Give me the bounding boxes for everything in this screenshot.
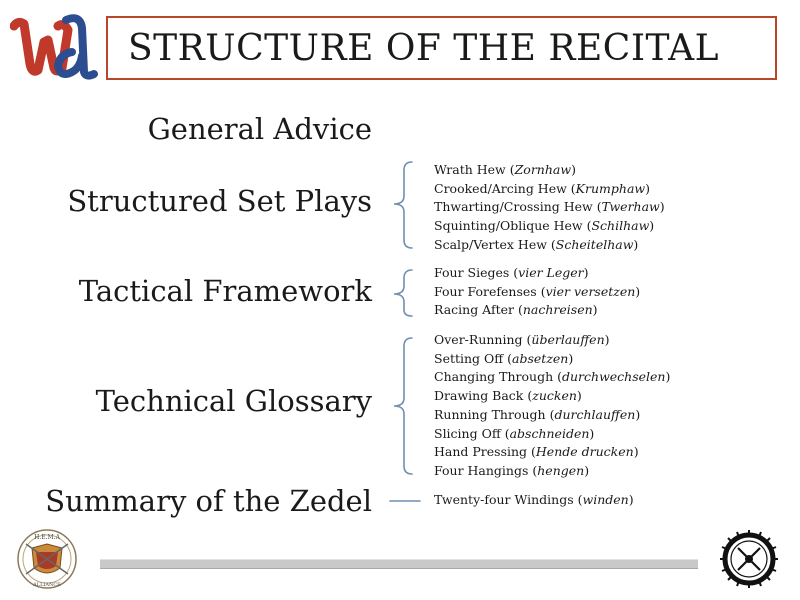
list-item: Setting Off (absetzen) [434, 350, 574, 366]
seal-bottom-text: ALLIANCE [32, 582, 61, 588]
zedel-list: Twenty-four Windings (winden) [434, 491, 634, 510]
list-item: Wrath Hew (Zornhaw) [434, 162, 576, 177]
item-label: Wrath Hew [434, 162, 506, 177]
item-label: Squinting/Oblique Hew [434, 218, 583, 234]
item-label: Four Hangings [434, 462, 529, 478]
list-item: Four Sieges (vier Leger) [434, 265, 589, 280]
set-plays-brace [393, 161, 413, 249]
tactical-list: Four Sieges (vier Leger) Four Forefenses … [434, 264, 640, 320]
set-plays-list: Wrath Hew (Zornhaw) Crooked/Arcing Hew (K… [434, 161, 665, 255]
list-item: Hand Pressing (Hende drucken) [434, 444, 639, 460]
circular-swords-emblem-icon [720, 530, 778, 588]
list-item: Running Through (durchlauffen) [434, 406, 641, 422]
glossary-brace [393, 337, 413, 475]
item-german-term: durchwechselen [562, 369, 666, 385]
footer-bar [100, 559, 698, 569]
hema-alliance-seal-icon: H.E.M.A ALLIANCE [17, 529, 77, 589]
list-item: Slicing Off (abschneiden) [434, 425, 595, 441]
item-german-term: vier versetzen [545, 283, 636, 299]
item-german-term: absetzen [512, 350, 569, 366]
technical-glossary-heading: Technical Glossary [95, 384, 372, 418]
list-item: Twenty-four Windings (winden) [434, 492, 634, 507]
item-label: Hand Pressing [434, 444, 528, 460]
list-item: Scalp/Vertex Hew (Scheitelhaw) [434, 236, 639, 252]
item-label: Four Forefenses [434, 283, 537, 299]
item-german-term: zucken [532, 388, 577, 404]
list-item: Four Forefenses (vier versetzen) [434, 283, 641, 299]
item-german-term: Scheitelhaw [555, 236, 634, 252]
item-german-term: durchlauffen [554, 406, 636, 422]
item-german-term: Schilhaw [591, 218, 650, 234]
seal-top-text: H.E.M.A [34, 534, 60, 541]
list-item: Drawing Back (zucken) [434, 388, 582, 404]
item-german-term: winden [582, 492, 629, 507]
list-item: Squinting/Oblique Hew (Schilhaw) [434, 218, 655, 234]
list-item: Over-Running (überlauffen) [434, 332, 610, 347]
title-box: STRUCTURE OF THE RECITAL [106, 16, 777, 80]
item-german-term: überlauffen [531, 332, 605, 347]
item-label: Twenty-four Windings [434, 492, 574, 507]
list-item: Racing After (nachreisen) [434, 302, 598, 318]
item-german-term: Twerhaw [601, 199, 660, 215]
item-label: Drawing Back [434, 388, 524, 404]
item-german-term: Hende drucken [535, 444, 634, 460]
item-label: Changing Through [434, 369, 554, 385]
item-label: Scalp/Vertex Hew [434, 236, 547, 252]
item-german-term: hengen [537, 462, 585, 478]
item-label: Four Sieges [434, 265, 510, 280]
list-item: Changing Through (durchwechselen) [434, 369, 671, 385]
item-label: Racing After [434, 302, 515, 318]
item-label: Setting Off [434, 350, 504, 366]
item-german-term: nachreisen [522, 302, 593, 318]
item-german-term: Zornhaw [514, 162, 572, 177]
set-plays-heading: Structured Set Plays [67, 184, 372, 218]
zedel-summary-heading: Summary of the Zedel [45, 484, 372, 518]
wa-monogram-logo: WA [10, 14, 98, 80]
item-label: Thwarting/Crossing Hew [434, 199, 593, 215]
item-label: Crooked/Arcing Hew [434, 180, 567, 196]
glossary-list: Over-Running (überlauffen) Setting Off (a… [434, 331, 670, 481]
tactical-framework-heading: Tactical Framework [78, 274, 372, 308]
list-item: Four Hangings (hengen) [434, 462, 590, 478]
item-label: Slicing Off [434, 425, 501, 441]
slide-title: STRUCTURE OF THE RECITAL [128, 28, 720, 69]
item-label: Running Through [434, 406, 546, 422]
tactical-brace [393, 269, 413, 317]
item-german-term: abschneiden [509, 425, 590, 441]
list-item: Thwarting/Crossing Hew (Twerhaw) [434, 199, 665, 215]
list-item: Crooked/Arcing Hew (Krumphaw) [434, 180, 650, 196]
item-german-term: vier Leger [518, 265, 584, 280]
item-german-term: Krumphaw [575, 180, 646, 196]
general-advice-heading: General Advice [147, 112, 372, 146]
item-label: Over-Running [434, 332, 523, 347]
